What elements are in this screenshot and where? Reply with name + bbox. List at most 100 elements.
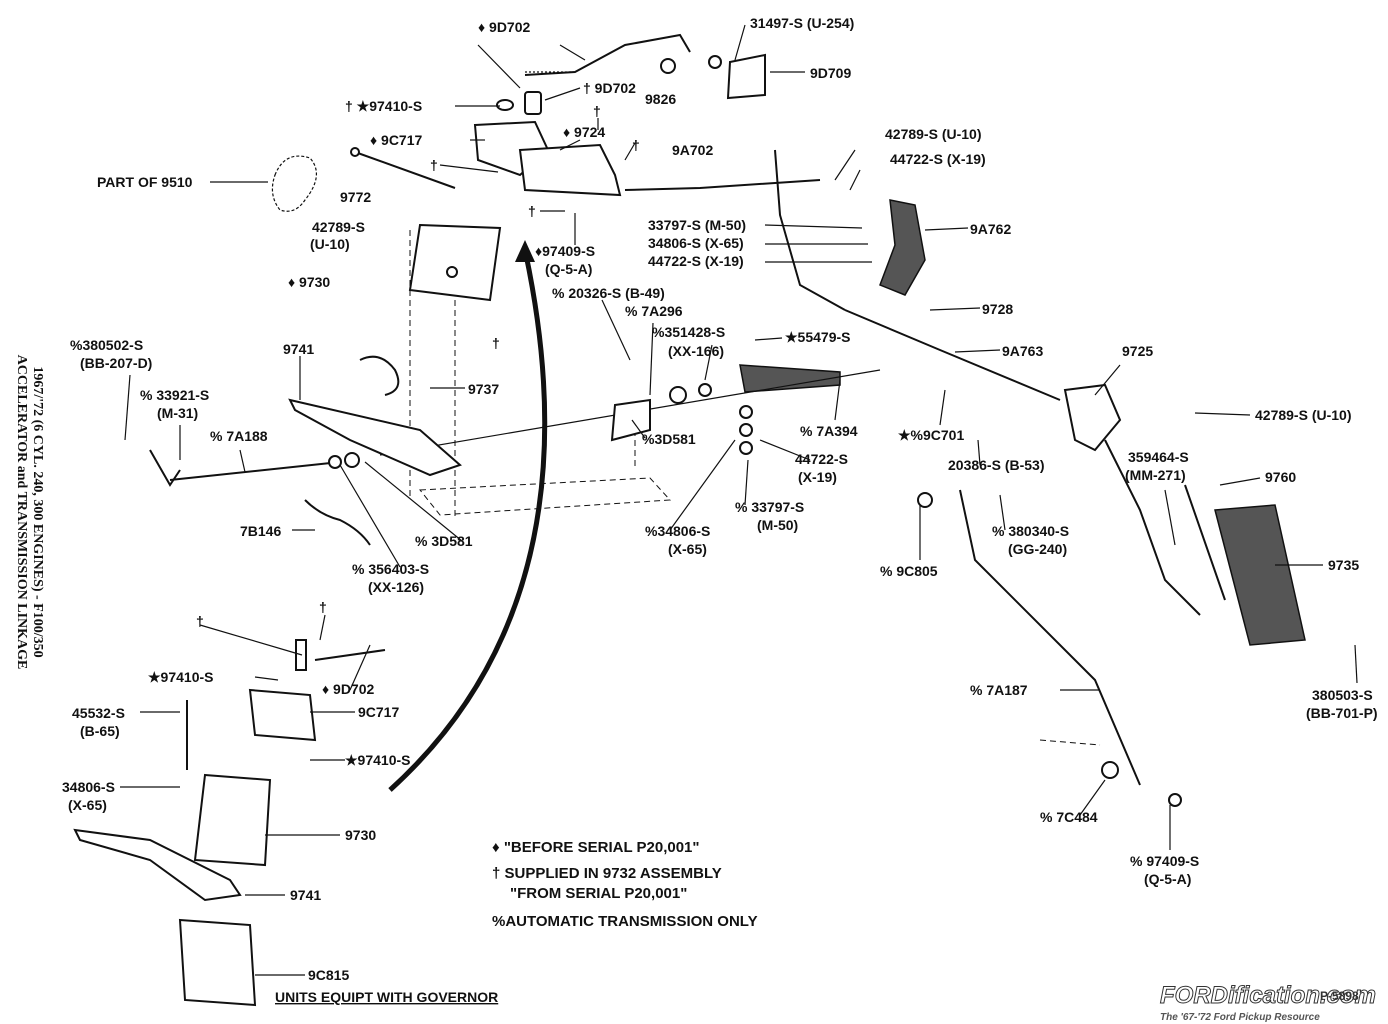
label-7a188: % 7A188 <box>210 428 268 444</box>
label-9724: ♦ 9724 <box>563 124 605 140</box>
label-97409-mid-a: ♦97409-S <box>535 243 595 259</box>
label-44722-mid-a: 44722-S <box>795 451 848 467</box>
governor-9c815 <box>178 918 257 1007</box>
label-97410-low-2: ★97410-S <box>345 752 410 768</box>
label-3d581-mid: %3D581 <box>642 431 696 447</box>
label-33797-mid-a: % 33797-S <box>735 499 804 515</box>
label-97409-mid-b: (Q-5-A) <box>545 261 592 277</box>
bracket-9730-low <box>193 773 272 867</box>
part-labels: ♦ 9D702 31497-S (U-254) 9D709 † 9D702 98… <box>62 15 1378 1005</box>
label-7b146: 7B146 <box>240 523 281 539</box>
label-dagger-g: † <box>319 599 327 615</box>
label-97409-low-a: % 97409-S <box>1130 853 1199 869</box>
label-359464-b: (MM-271) <box>1125 467 1186 483</box>
bellcrank-9725 <box>1063 383 1122 452</box>
label-9d702-dagger: † 9D702 <box>583 80 636 96</box>
label-34806-low-b: (X-65) <box>68 797 107 813</box>
label-33797-mid-b: (M-50) <box>757 517 798 533</box>
lever-7a187 <box>959 489 1141 786</box>
label-351428-b: (XX-166) <box>668 343 724 359</box>
label-7a187: % 7A187 <box>970 682 1028 698</box>
label-9730-top: ♦ 9730 <box>288 274 330 290</box>
leader-lines <box>120 24 1358 976</box>
watermark: FORDification.com The '67-'72 Ford Picku… <box>1160 982 1377 1024</box>
bracket-9a762 <box>879 199 926 296</box>
label-9c815: 9C815 <box>308 967 349 983</box>
label-380502-a: %380502-S <box>70 337 143 353</box>
label-380503-b: (BB-701-P) <box>1306 705 1378 721</box>
legend-notes: ♦ "BEFORE SERIAL P20,001" † SUPPLIED IN … <box>492 839 758 930</box>
legend-auto-only: %AUTOMATIC TRANSMISSION ONLY <box>492 913 758 930</box>
label-9c701: ★%9C701 <box>898 427 964 443</box>
rod-9760 <box>1104 439 1201 616</box>
label-9c717-low: 9C717 <box>358 704 399 720</box>
label-9826: 9826 <box>645 91 676 107</box>
label-9737: 9737 <box>468 381 499 397</box>
label-9735: 9735 <box>1328 557 1359 573</box>
label-dagger-c: † <box>430 157 438 173</box>
label-7c484: % 7C484 <box>1040 809 1098 825</box>
label-9c805: % 9C805 <box>880 563 938 579</box>
spring-9760 <box>1184 484 1226 601</box>
lever-7a394 <box>739 364 841 393</box>
label-9741-low: 9741 <box>290 887 321 903</box>
label-9d709: 9D709 <box>810 65 851 81</box>
label-55479: ★55479-S <box>785 329 850 345</box>
label-units-governor: UNITS EQUIPT WITH GOVERNOR <box>275 989 498 1005</box>
label-7a394: % 7A394 <box>800 423 858 439</box>
label-dagger-e: † <box>492 335 500 351</box>
label-9d702-top: ♦ 9D702 <box>478 19 531 35</box>
rod-9a702 <box>624 179 821 191</box>
rod-9d702 <box>524 33 691 76</box>
label-380502-b: (BB-207-D) <box>80 355 152 371</box>
label-97409-low-b: (Q-5-A) <box>1144 871 1191 887</box>
rod-9772 <box>354 151 456 189</box>
label-97410-top: † ★97410-S <box>345 98 422 114</box>
legend-before-serial: ♦ "BEFORE SERIAL P20,001" <box>492 839 700 856</box>
title-line-2: 1967/'72 (6 CYL. 240, 300 ENGINES) - F10… <box>30 366 45 657</box>
lever-9724 <box>518 143 622 197</box>
label-9760: 9760 <box>1265 469 1296 485</box>
label-356403-a: % 356403-S <box>352 561 429 577</box>
legend-supplied-line-2: "FROM SERIAL P20,001" <box>510 885 687 902</box>
label-45532-a: 45532-S <box>72 705 125 721</box>
label-31497: 31497-S (U-254) <box>750 15 854 31</box>
label-20326: % 20326-S (B-49) <box>552 285 665 301</box>
lever-9741-low <box>73 828 242 902</box>
pedal-9735 <box>1214 504 1306 646</box>
bracket-9730-top <box>408 223 502 302</box>
label-44722-x19-a: 44722-S (X-19) <box>890 151 986 167</box>
rod-7a188 <box>169 461 341 481</box>
label-9a702: 9A702 <box>672 142 713 158</box>
label-dagger-d: † <box>528 203 536 219</box>
label-356403-b: (XX-126) <box>368 579 424 595</box>
label-9d702-low: ♦ 9D702 <box>322 681 375 697</box>
relocation-arrow <box>388 249 548 792</box>
label-359464-a: 359464-S <box>1128 449 1189 465</box>
label-9728: 9728 <box>982 301 1013 317</box>
label-34806-mid-b: (X-65) <box>668 541 707 557</box>
watermark-tagline: The '67-'72 Ford Pickup Resource <box>1160 1012 1320 1023</box>
label-351428-a: %351428-S <box>652 324 725 340</box>
bracket-9c717-low <box>248 688 317 742</box>
label-42789-u10: 42789-S (U-10) <box>885 126 982 142</box>
label-380340-b: (GG-240) <box>1008 541 1067 557</box>
parts-drawing <box>73 33 1306 1007</box>
label-33921-a: % 33921-S <box>140 387 209 403</box>
bracket-3d581 <box>610 398 651 442</box>
label-7a296: % 7A296 <box>625 303 683 319</box>
spring-7b146 <box>304 499 371 546</box>
label-9c717-top: ♦ 9C717 <box>370 132 423 148</box>
label-34806-mid-a: %34806-S <box>645 523 710 539</box>
label-42789-right: 42789-S (U-10) <box>1255 407 1352 423</box>
rod-9a763 <box>844 309 1061 401</box>
lever-9741-top <box>288 398 462 477</box>
label-9a762: 9A762 <box>970 221 1011 237</box>
label-20386: 20386-S (B-53) <box>948 457 1045 473</box>
label-9730-low: 9730 <box>345 827 376 843</box>
bracket-9d709 <box>726 53 766 100</box>
label-97410-low-1: ★97410-S <box>148 669 213 685</box>
label-9a763: 9A763 <box>1002 343 1043 359</box>
label-dagger-f: † <box>196 613 204 629</box>
